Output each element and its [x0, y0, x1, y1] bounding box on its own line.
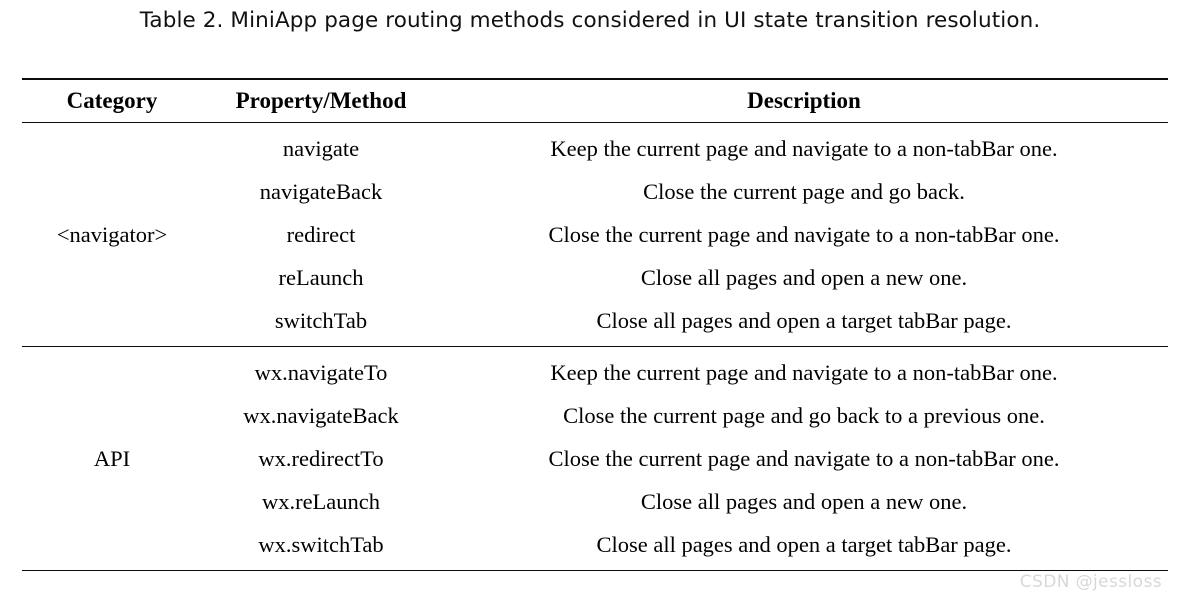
description-cell: Close the current page and go back. — [643, 178, 965, 204]
table-row: reLaunch Close all pages and open a new … — [22, 256, 1168, 299]
property-cell: reLaunch — [278, 264, 364, 290]
description-cell: Close all pages and open a new one. — [640, 264, 968, 290]
table-row: switchTab Close all pages and open a tar… — [22, 299, 1168, 342]
property-cell: wx.navigateBack — [243, 402, 399, 428]
description-cell: Close the current page and go back to a … — [563, 402, 1045, 428]
table-header-section: Category Property/Method Description — [22, 80, 1168, 122]
csdn-watermark: CSDN @jessloss — [1019, 572, 1162, 592]
table-row: wx.navigateBack Close the current page a… — [22, 394, 1168, 437]
table-row: <navigator> navigate Keep the current pa… — [22, 127, 1168, 247]
property-cell: wx.redirectTo — [258, 445, 384, 471]
table-group-navigator: <navigator> navigate Keep the current pa… — [22, 123, 1168, 346]
table-bottom-rule — [22, 570, 1168, 571]
column-header-description: Description — [747, 88, 861, 113]
property-cell: wx.navigateTo — [254, 359, 388, 385]
table-row: API wx.navigateTo Keep the current page … — [22, 351, 1168, 471]
description-cell: Close all pages and open a target tabBar… — [596, 531, 1012, 557]
property-cell: redirect — [286, 221, 356, 247]
table-row: wx.reLaunch Close all pages and open a n… — [22, 480, 1168, 523]
description-cell: Keep the current page and navigate to a … — [550, 135, 1058, 161]
header-bottom-rule — [22, 122, 1168, 123]
description-cell: Close the current page and navigate to a… — [548, 221, 1060, 247]
description-cell: Close the current page and navigate to a… — [548, 445, 1060, 471]
table-top-rule — [22, 78, 1168, 80]
description-cell: Close all pages and open a target tabBar… — [596, 307, 1012, 333]
category-label-navigator: <navigator> — [56, 221, 168, 247]
group-separator-rule — [22, 346, 1168, 347]
property-cell: wx.switchTab — [258, 531, 384, 557]
column-header-category: Category — [66, 88, 158, 113]
column-header-property: Property/Method — [235, 88, 407, 113]
table-row: navigateBack Close the current page and … — [22, 170, 1168, 213]
description-cell: Close all pages and open a new one. — [640, 488, 968, 514]
property-cell: switchTab — [274, 307, 368, 333]
routing-methods-table: Category Property/Method Description <na… — [22, 78, 1168, 571]
property-cell: navigateBack — [259, 178, 383, 204]
table-header-row: Category Property/Method Description — [22, 80, 1168, 122]
table-caption: Table 2. MiniApp page routing methods co… — [139, 8, 1041, 33]
table-group-api: API wx.navigateTo Keep the current page … — [22, 347, 1168, 570]
category-label-api: API — [93, 445, 131, 471]
property-cell: navigate — [282, 135, 360, 161]
table-row: wx.redirectTo Close the current page and… — [22, 437, 1168, 480]
table-row: redirect Close the current page and navi… — [22, 213, 1168, 256]
property-cell: wx.reLaunch — [261, 488, 381, 514]
description-cell: Keep the current page and navigate to a … — [550, 359, 1058, 385]
table-row: wx.switchTab Close all pages and open a … — [22, 523, 1168, 566]
